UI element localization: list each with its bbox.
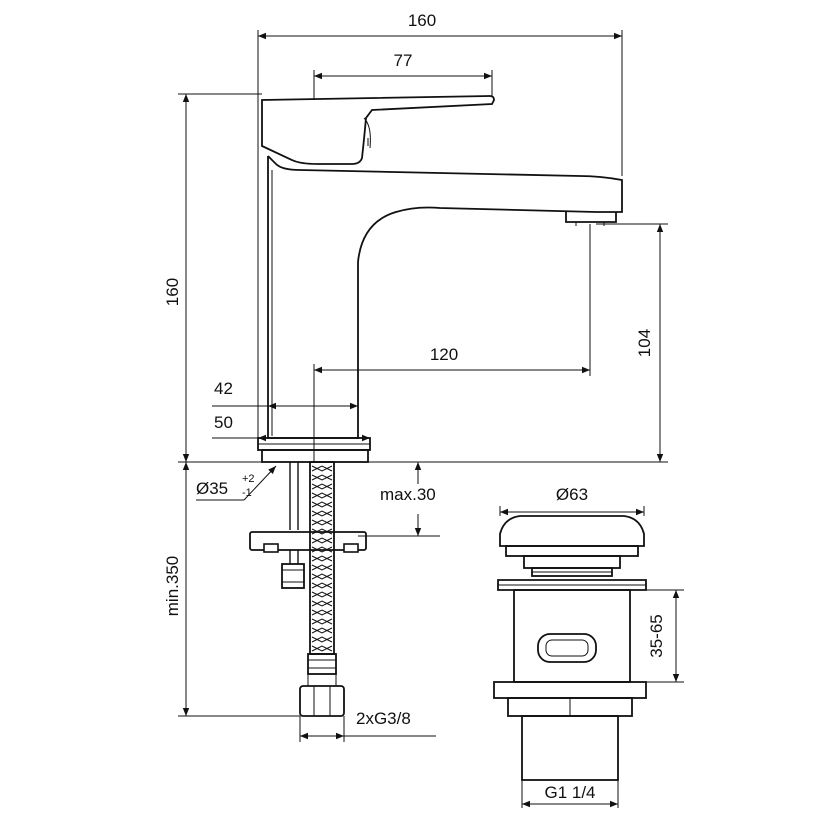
aerator <box>565 212 617 223</box>
waste-tail <box>521 715 619 781</box>
label-adjust-range: 35-65 <box>647 614 666 657</box>
lever <box>261 95 495 165</box>
faucet-body <box>257 95 623 463</box>
dimension-labels: 160 77 160 104 120 42 50 Ø35 +2 -1 max.3… <box>163 11 666 802</box>
label-hole-diameter: Ø35 <box>196 479 228 498</box>
label-connections: 2xG3/8 <box>356 709 411 728</box>
label-cap-diameter: Ø63 <box>556 485 588 504</box>
waste-assembly <box>493 515 647 781</box>
braided-hose <box>309 461 335 655</box>
lever-pivot <box>363 117 371 149</box>
hose-connector-nut <box>299 685 345 717</box>
under-counter-parts <box>249 461 367 717</box>
label-hole-tol-plus: +2 <box>242 473 255 485</box>
label-hole-tol-minus: -1 <box>242 487 252 499</box>
waste-back-nut <box>493 681 647 699</box>
dimension-lines <box>182 32 680 808</box>
label-hose-length: min.350 <box>163 556 182 616</box>
waste-body <box>513 589 631 683</box>
label-overall-height: 160 <box>163 278 182 306</box>
waste-cap <box>499 515 645 547</box>
label-spout-reach: 120 <box>430 345 458 364</box>
overflow-slot <box>537 633 597 663</box>
label-thread: G1 1/4 <box>544 783 595 802</box>
label-spout-height: 104 <box>635 329 654 357</box>
extension-lines <box>178 30 684 808</box>
base-plate <box>261 449 369 463</box>
body-outline <box>267 155 623 439</box>
hose-braid-pattern <box>311 465 333 652</box>
fixing-plate <box>249 531 367 551</box>
hose-ferrule <box>307 653 337 675</box>
label-lever-length: 77 <box>394 51 413 70</box>
label-max-deck: max.30 <box>380 485 436 504</box>
label-overall-width: 160 <box>408 11 436 30</box>
label-base-50: 50 <box>214 413 233 432</box>
label-body-42: 42 <box>214 379 233 398</box>
fixing-nut <box>281 563 305 589</box>
